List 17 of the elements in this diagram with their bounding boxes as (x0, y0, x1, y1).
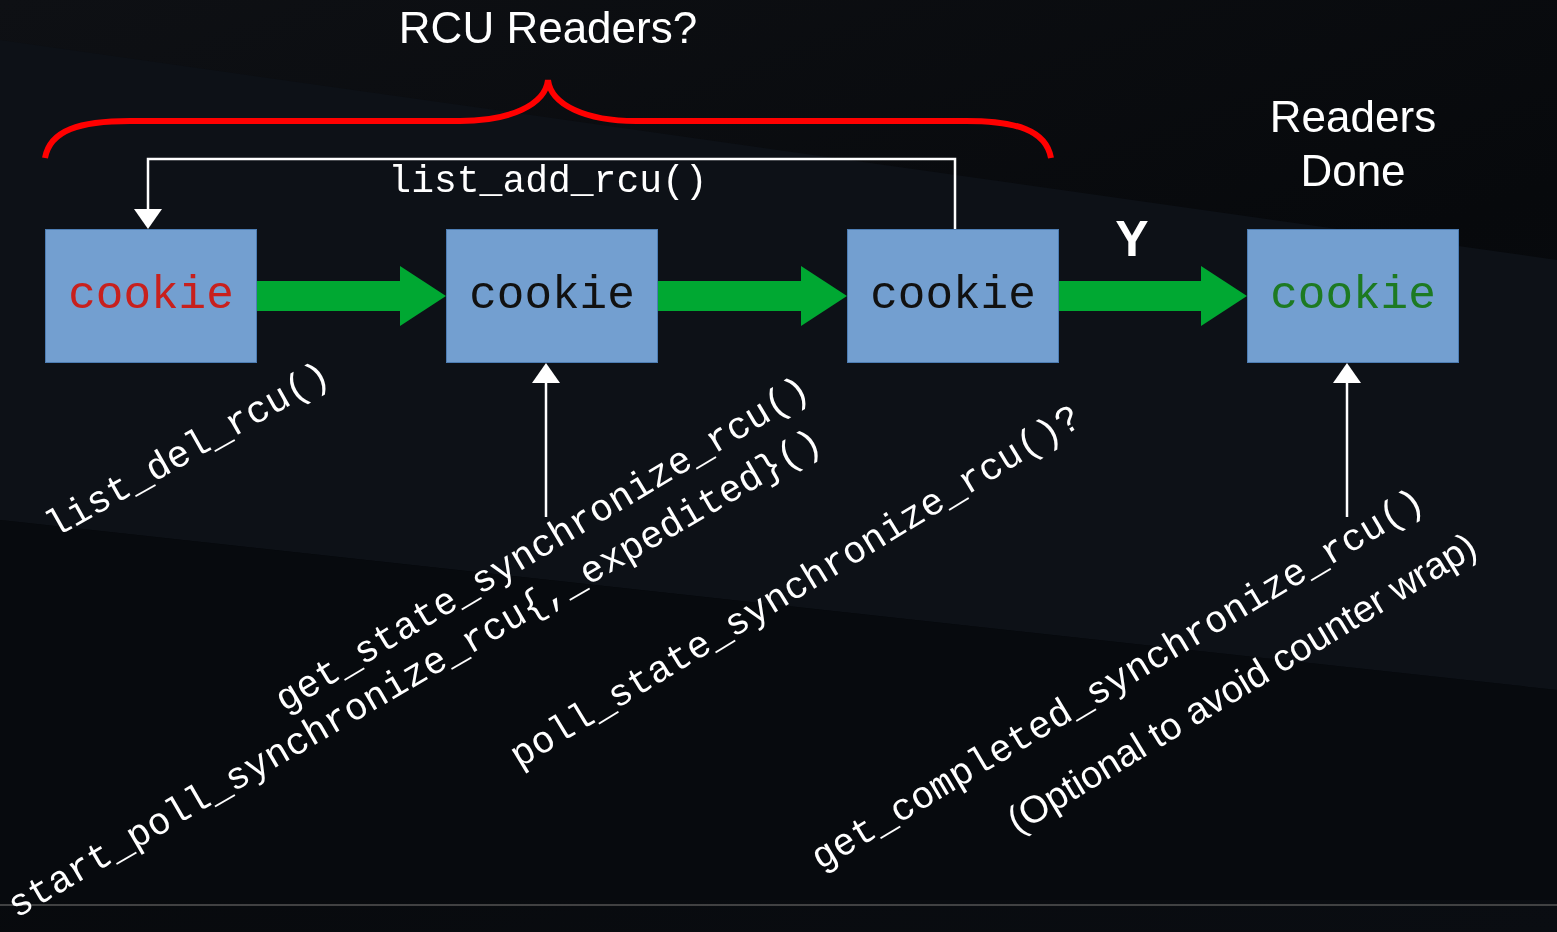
arrow (532, 363, 560, 517)
edge-label: Y (1115, 210, 1149, 268)
process-box (446, 229, 658, 363)
thick-arrow (658, 266, 847, 326)
title: RCU Readers? (398, 6, 698, 50)
box-label: cookie (469, 270, 635, 322)
box-label: cookie (68, 270, 234, 322)
thick-arrow (1059, 266, 1247, 326)
thick-arrow (257, 266, 446, 326)
heading: Readers Done (1268, 91, 1438, 197)
edge-label: list_add_rcu() (388, 160, 708, 203)
box-label: cookie (1270, 270, 1436, 322)
arrow (134, 157, 957, 229)
arrow (1333, 363, 1361, 517)
box-label: cookie (870, 270, 1036, 322)
process-box (45, 229, 257, 363)
process-box (847, 229, 1059, 363)
